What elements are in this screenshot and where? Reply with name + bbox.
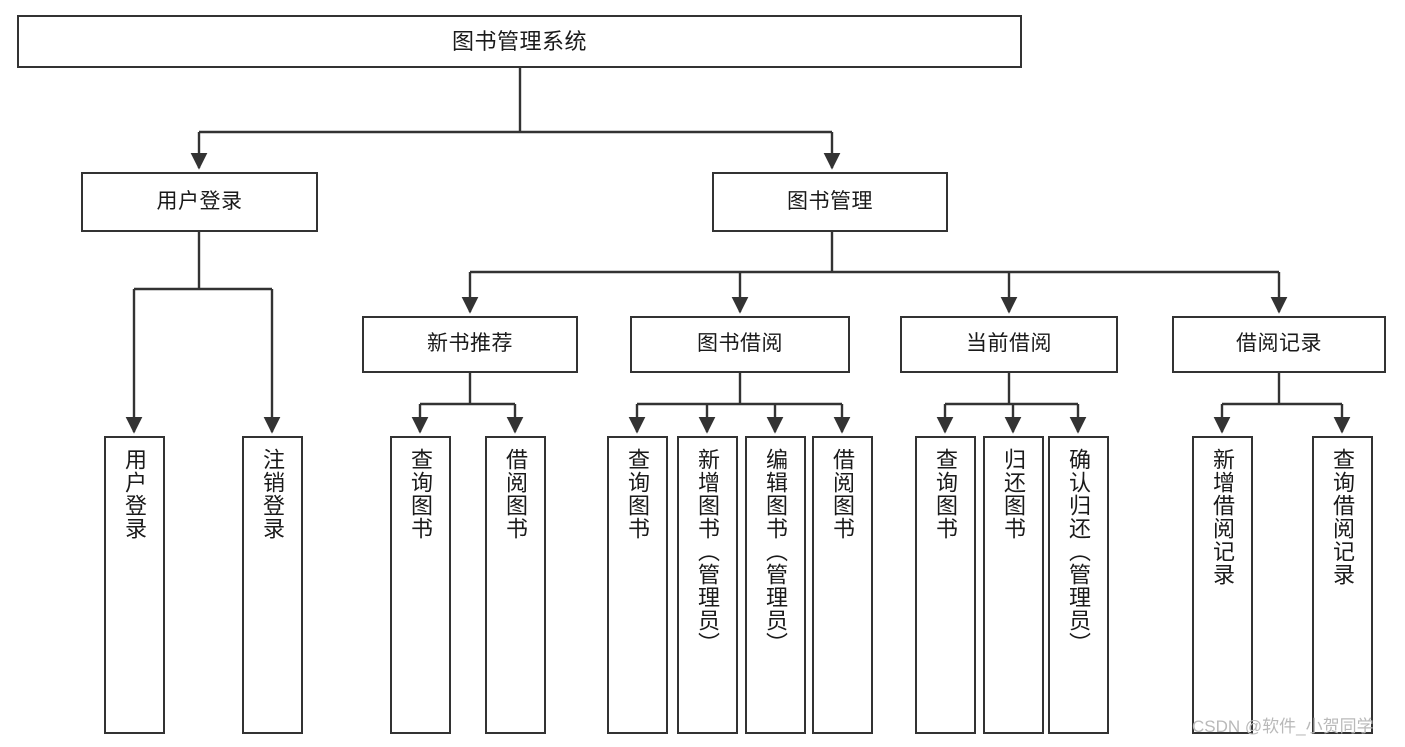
node-label: 借阅记录 [1236,332,1322,356]
node-current-borrow[interactable]: 当前借阅 [900,316,1118,373]
node-label: 查询图书 [933,448,959,540]
node-book-management[interactable]: 图书管理 [712,172,948,232]
node-new-book-recommend[interactable]: 新书推荐 [362,316,578,373]
node-leaf-query-book-current[interactable]: 查询图书 [915,436,976,734]
node-label: 查询图书 [408,448,434,540]
node-label: 查询图书 [625,448,651,540]
node-leaf-query-book-borrow[interactable]: 查询图书 [607,436,668,734]
node-label: 借阅图书 [503,448,529,540]
node-book-borrow[interactable]: 图书借阅 [630,316,850,373]
node-label: 确认归还（管理员） [1066,448,1092,655]
node-leaf-add-book[interactable]: 新增图书（管理员） [677,436,738,734]
node-label: 查询借阅记录 [1330,448,1356,586]
node-label: 注销登录 [260,448,286,540]
csdn-watermark: CSDN @软件_小贺同学 [1192,717,1374,736]
node-leaf-confirm-return[interactable]: 确认归还（管理员） [1048,436,1109,734]
node-label: 新增借阅记录 [1210,448,1236,586]
node-leaf-edit-book[interactable]: 编辑图书（管理员） [745,436,806,734]
node-leaf-user-logout[interactable]: 注销登录 [242,436,303,734]
node-root-book-management-system[interactable]: 图书管理系统 [17,15,1022,68]
node-user-login[interactable]: 用户登录 [81,172,318,232]
node-label: 归还图书 [1001,448,1027,540]
node-leaf-add-record[interactable]: 新增借阅记录 [1192,436,1253,734]
node-borrow-record[interactable]: 借阅记录 [1172,316,1386,373]
node-label: 图书管理 [787,189,873,213]
node-leaf-borrow-book-recommend[interactable]: 借阅图书 [485,436,546,734]
node-label: 借阅图书 [830,448,856,540]
node-leaf-user-login[interactable]: 用户登录 [104,436,165,734]
node-label: 用户登录 [156,189,243,213]
node-label: 新增图书（管理员） [695,448,721,655]
node-leaf-return-book[interactable]: 归还图书 [983,436,1044,734]
node-label: 新书推荐 [427,332,513,356]
node-label: 编辑图书（管理员） [763,448,789,655]
node-leaf-query-record[interactable]: 查询借阅记录 [1312,436,1373,734]
node-leaf-borrow-book[interactable]: 借阅图书 [812,436,873,734]
node-leaf-query-book-recommend[interactable]: 查询图书 [390,436,451,734]
node-label: 当前借阅 [966,332,1052,356]
node-label: 用户登录 [122,448,148,540]
node-label: 图书借阅 [697,332,783,356]
node-label: 图书管理系统 [451,28,587,54]
